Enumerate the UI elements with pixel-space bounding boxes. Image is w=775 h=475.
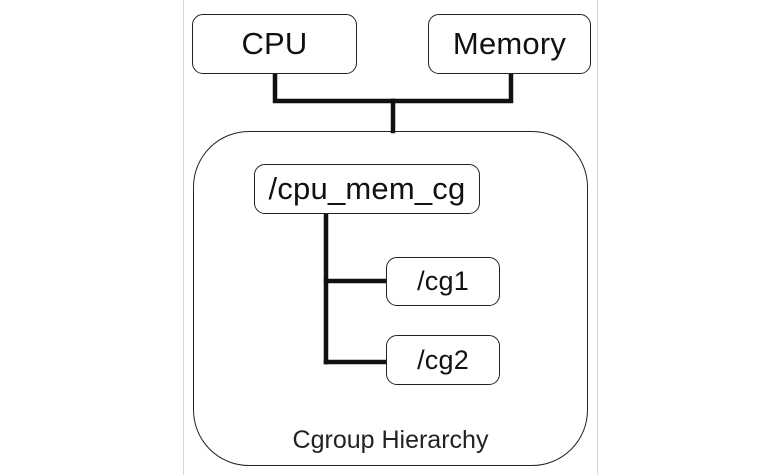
left-frame-line <box>183 0 184 475</box>
root-cgroup-box: /cpu_mem_cg <box>254 164 480 214</box>
root-cgroup-label: /cpu_mem_cg <box>268 171 466 206</box>
memory-connector <box>390 70 514 104</box>
cg1-label: /cg1 <box>417 266 469 296</box>
memory-controller-label: Memory <box>452 26 567 61</box>
cg2-box: /cg2 <box>386 335 500 385</box>
cg2-label: /cg2 <box>417 344 469 375</box>
right-frame-line <box>597 0 598 475</box>
cpu-controller-label: CPU <box>241 26 308 61</box>
memory-controller-box: Memory <box>428 14 591 74</box>
cpu-controller-box: CPU <box>192 14 357 74</box>
cg1-box: /cg1 <box>386 257 500 306</box>
hierarchy-caption: Cgroup Hierarchy <box>292 426 489 454</box>
cpu-connector <box>272 70 396 104</box>
